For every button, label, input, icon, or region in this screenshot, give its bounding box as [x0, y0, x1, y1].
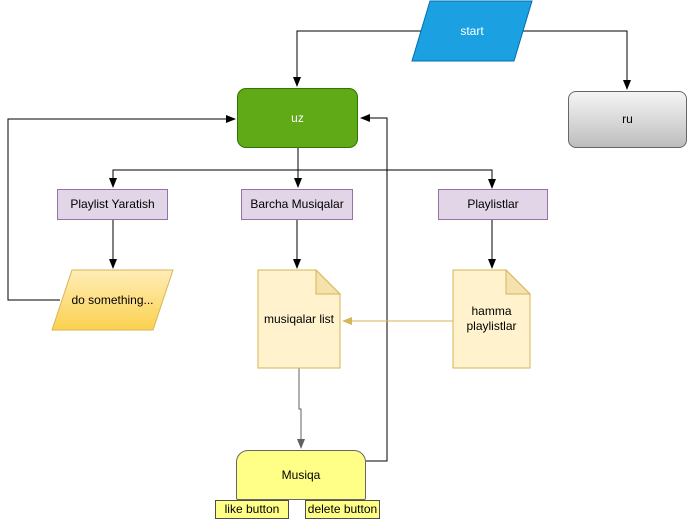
edge-musiqalar-list-to-musiqa: [297, 368, 305, 449]
start-node-shape[interactable]: [411, 0, 533, 62]
musiqa-node[interactable]: Musiqa: [236, 450, 366, 500]
like-button-node[interactable]: like button: [215, 500, 289, 519]
playlistlar-node[interactable]: Playlistlar: [438, 189, 548, 220]
delete-button-node[interactable]: delete button: [305, 500, 380, 519]
edge-uz-to-playlist-yaratish: [109, 169, 298, 188]
playlist-yaratish-node[interactable]: Playlist Yaratish: [57, 189, 168, 220]
note-fold-corner: [315, 268, 342, 295]
edge-musiqa-to-uz-loop: [360, 114, 388, 462]
do-something-node-shape[interactable]: [51, 269, 174, 331]
barcha-musiqalar-node[interactable]: Barcha Musiqalar: [241, 189, 353, 220]
edge-do-something-to-uz-loop: [7, 115, 236, 301]
ru-node[interactable]: ru: [568, 91, 687, 148]
hamma-playlistlar-node-shape[interactable]: [452, 268, 532, 369]
note-fold-corner: [505, 268, 532, 295]
edge-start-to-uz: [293, 30, 421, 87]
uz-node[interactable]: uz: [237, 88, 358, 148]
edge-uz-to-playlistlar: [298, 169, 496, 189]
musiqalar-list-node-shape[interactable]: [257, 268, 342, 369]
edge-start-to-ru: [523, 30, 631, 90]
